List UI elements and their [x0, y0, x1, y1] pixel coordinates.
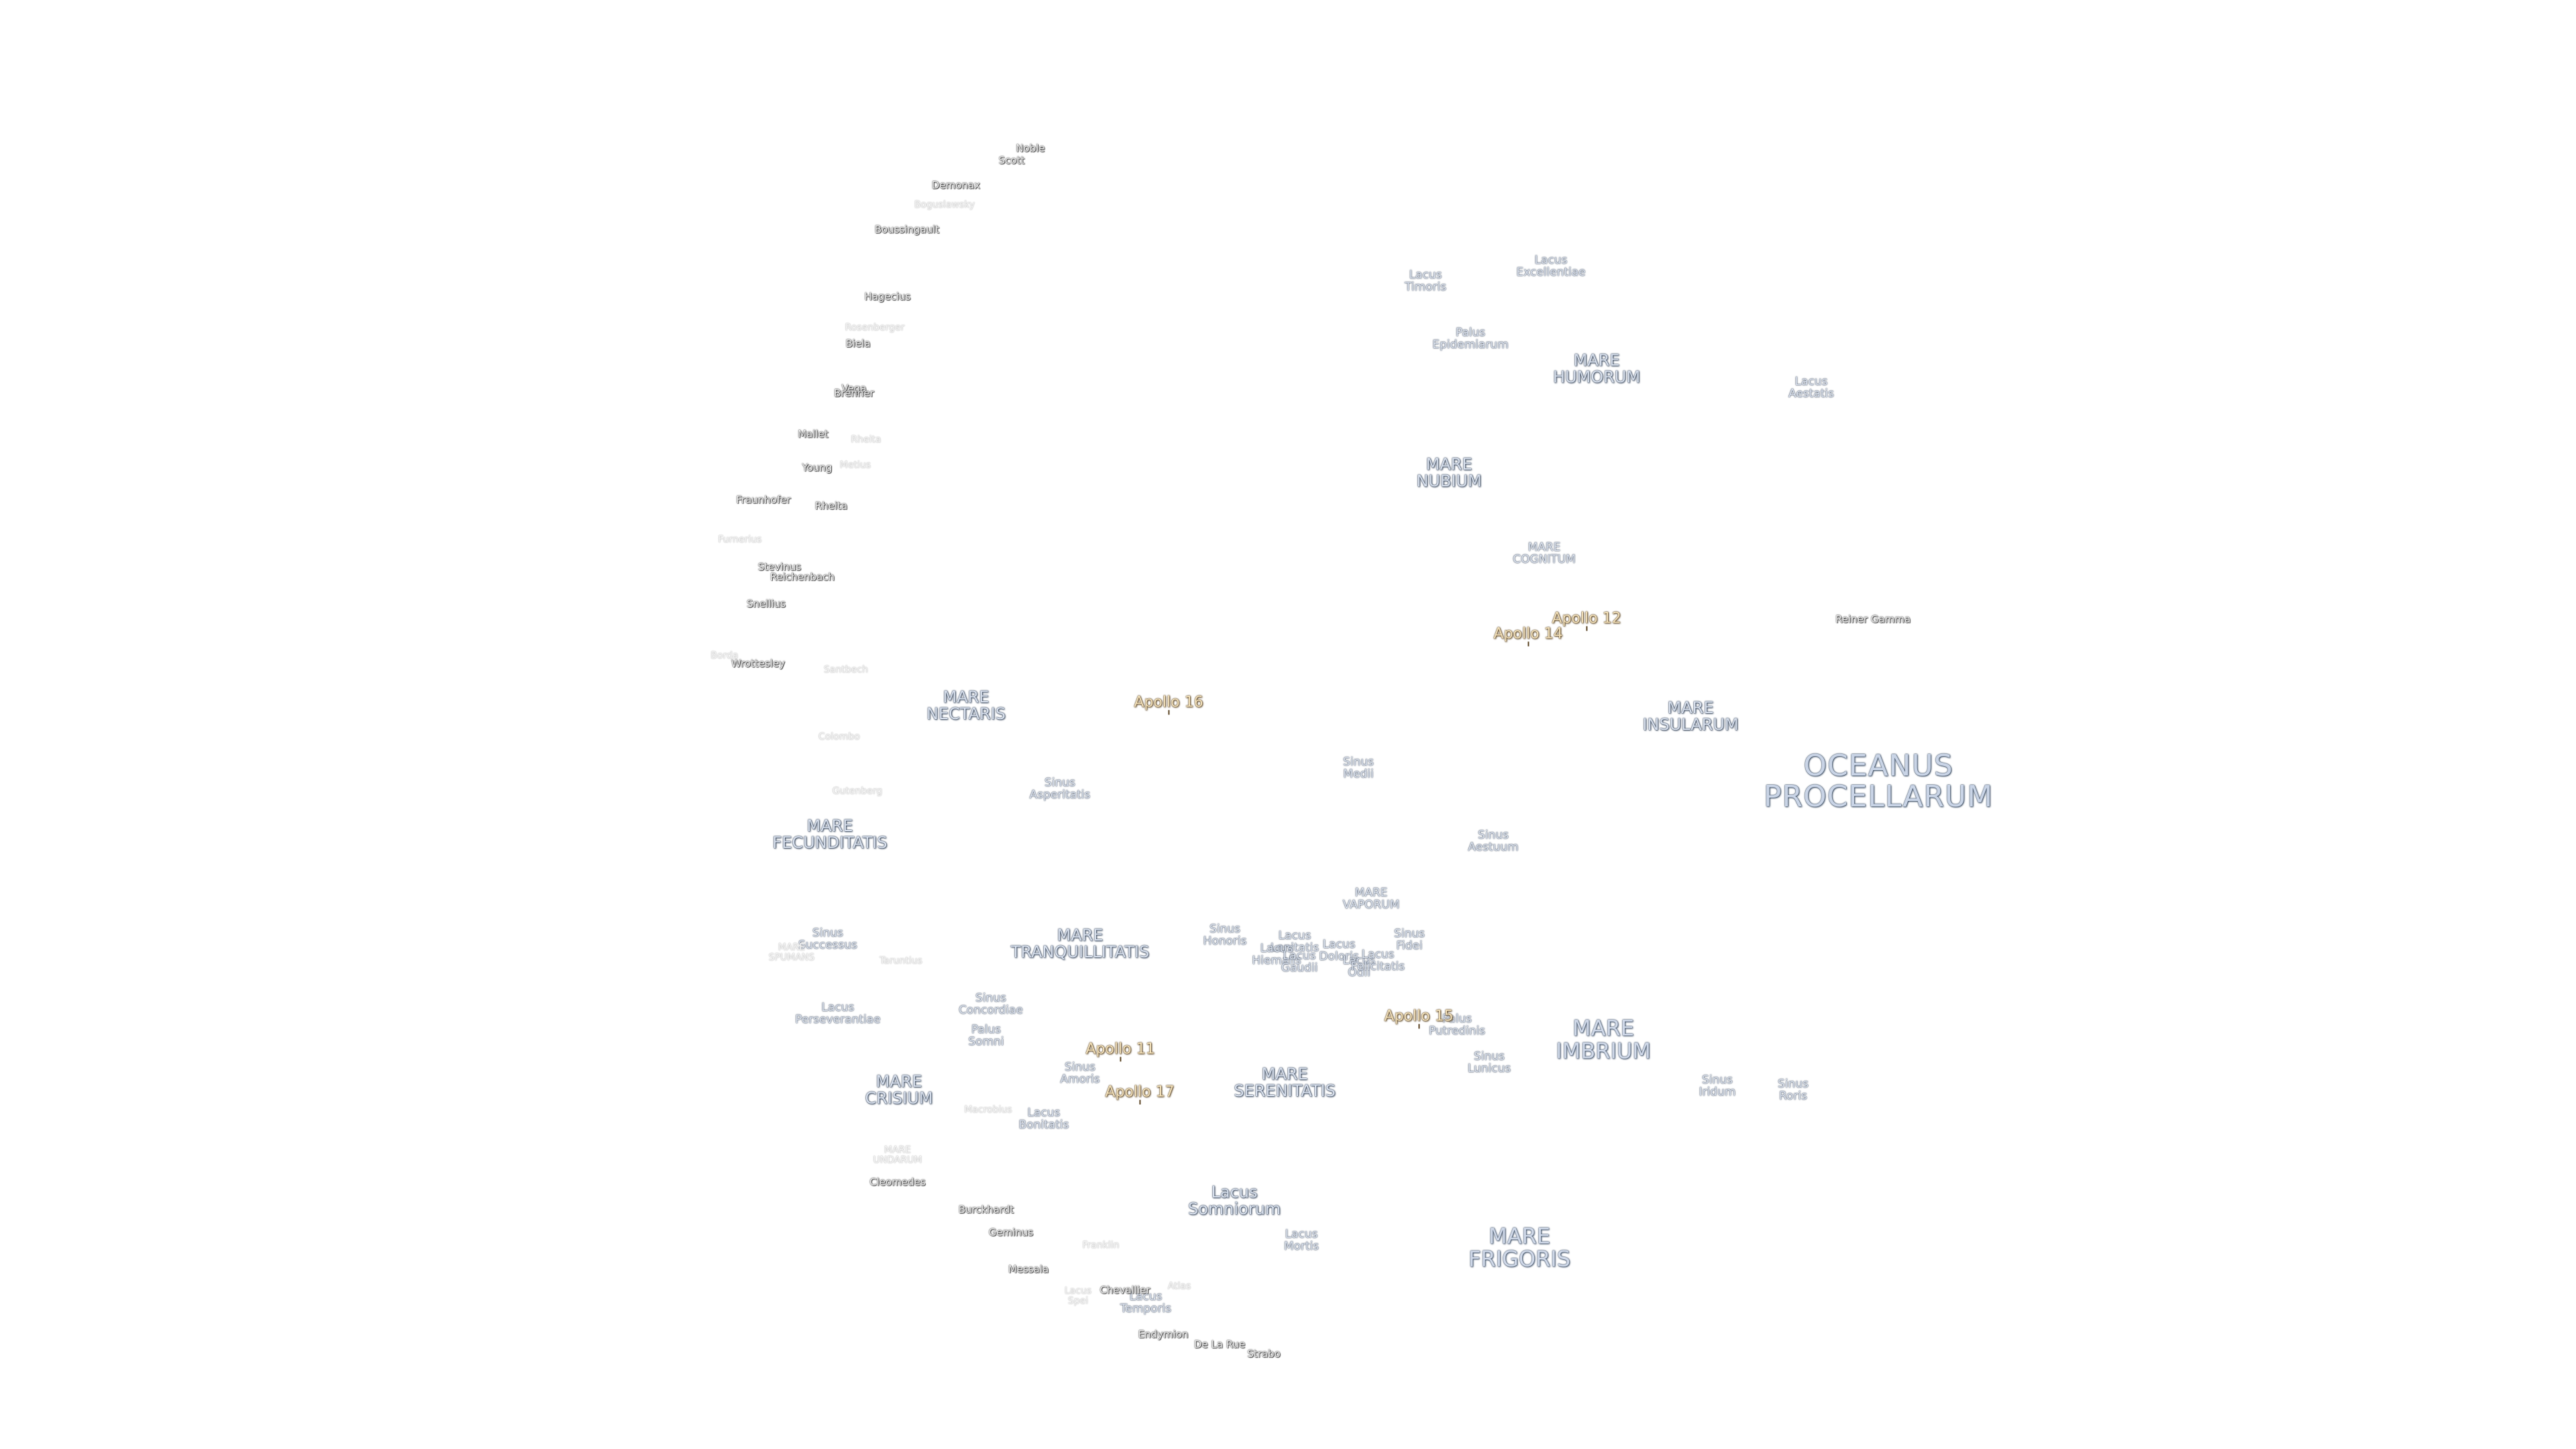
map-label-apollo-15: Apollo 15 — [1384, 1008, 1454, 1029]
map-label-endymion: Endymion — [1138, 1328, 1189, 1341]
map-label-palus-epidemiarum: Palus Epidemiarum — [1432, 326, 1509, 352]
map-label-sinus-asperitatis: Sinus Asperitatis — [1029, 776, 1091, 802]
map-label-mare-frigoris: MARE FRIGORIS — [1468, 1223, 1571, 1271]
map-label-mare-nubium: MARE NUBIUM — [1416, 454, 1482, 490]
map-label-vega: Vega — [841, 382, 867, 395]
map-label-lacus-perseverantiae: Lacus Perseverantiae — [795, 1001, 881, 1026]
map-label-mare-nectaris: MARE NECTARIS — [926, 687, 1006, 723]
map-label-mare-spumans: MARE SPUMANS — [768, 942, 815, 963]
map-label-mare-tranquillitatis: MARE TRANQUILLITATIS — [1010, 925, 1150, 961]
map-label-sinus-aestuum: Sinus Aestuum — [1468, 828, 1519, 854]
map-label-macrobius: Macrobius — [964, 1104, 1012, 1116]
map-label-lacus-aestatis: Lacus Aestatis — [1788, 375, 1834, 400]
map-label-fraunhofer: Fraunhofer — [736, 494, 791, 506]
map-label-sinus-concordiae: Sinus Concordiae — [959, 991, 1023, 1017]
map-label-brenner: Brenner — [834, 387, 874, 400]
map-label-scott: Scott — [998, 154, 1025, 167]
map-label-sinus-honoris: Sinus Honoris — [1203, 922, 1247, 948]
map-label-sinus-lunicus: Sinus Lunicus — [1467, 1050, 1511, 1075]
map-label-mare-cognitum: MARE COGNITUM — [1513, 541, 1576, 566]
map-label-apollo-12: Apollo 12 — [1552, 610, 1621, 631]
map-label-demonax: Demonax — [931, 179, 981, 192]
map-label-sinus-roris: Sinus Roris — [1778, 1077, 1809, 1103]
map-label-apollo-11: Apollo 11 — [1085, 1040, 1155, 1062]
map-label-stevinus: Stevinus — [757, 561, 802, 574]
map-label-palus-putredinis: Palus Putredinis — [1428, 1012, 1486, 1038]
map-label-metius: Metius — [839, 460, 871, 471]
map-label-boussingault: Boussingault — [874, 223, 940, 236]
map-label-noble: Noble — [1016, 142, 1045, 155]
map-label-lacus-mortis: Lacus Mortis — [1283, 1228, 1320, 1253]
map-label-borda: Borda — [710, 650, 739, 661]
map-label-sinus-iridum: Sinus Iridum — [1699, 1073, 1736, 1099]
map-label-young: Young — [802, 462, 833, 474]
map-label-boguslawsky: Boguslawsky — [914, 199, 975, 211]
map-label-reiner-gamma: Reiner Gamma — [1835, 613, 1911, 626]
map-label-lacus-spei: Lacus Spei — [1064, 1285, 1092, 1306]
map-label-mare-humorum: MARE HUMORUM — [1552, 350, 1641, 386]
map-label-taruntius: Taruntius — [879, 955, 922, 967]
map-label-palus-somni: Palus Somni — [968, 1023, 1004, 1049]
map-label-hagecius: Hagecius — [864, 290, 911, 303]
map-label-mallet: Mallet — [798, 428, 828, 441]
map-label-wrottesley: Wrottesley — [731, 657, 786, 670]
map-label-lacus-felicitatis: Lacus Felicitatis — [1350, 948, 1405, 973]
map-label-lacus-timoris: Lacus Timoris — [1404, 268, 1447, 294]
map-label-franklin: Franklin — [1082, 1240, 1120, 1251]
map-label-lacus-gaudii: Lacus Gaudii — [1281, 949, 1318, 975]
map-label-rheita: Rheita — [814, 500, 848, 513]
map-label-santbech: Santbech — [824, 664, 868, 676]
map-label-atlas: Atlas — [1167, 1281, 1191, 1292]
map-label-lacus-doloris: Lacus Doloris — [1319, 938, 1359, 963]
map-label-oceanus-procellarum: OCEANUS PROCELLARUM — [1763, 748, 1994, 814]
map-label-sinus-successus: Sinus Successus — [798, 926, 858, 952]
map-label-geminus: Geminus — [988, 1226, 1034, 1239]
map-label-lacus-bonitatis: Lacus Bonitatis — [1018, 1106, 1069, 1132]
map-label-strabo: Strabo — [1247, 1348, 1281, 1360]
map-label-mare-insularum: MARE INSULARUM — [1642, 698, 1739, 734]
map-label-mare-crisium: MARE CRISIUM — [865, 1071, 933, 1108]
map-label-rheita: Rheita — [851, 434, 881, 445]
map-label-sinus-amoris: Sinus Amoris — [1060, 1061, 1100, 1086]
map-label-mare-imbrium: MARE IMBRIUM — [1556, 1015, 1651, 1063]
map-label-sinus-medii: Sinus Medii — [1343, 755, 1374, 781]
map-label-burckhardt: Burckhardt — [958, 1203, 1014, 1216]
map-label-mare-serenitatis: MARE SERENITATIS — [1234, 1064, 1336, 1100]
map-label-colombo: Colombo — [818, 731, 860, 743]
map-label-furnerius: Furnerius — [718, 534, 762, 545]
map-label-sinus-fidei: Sinus Fidei — [1394, 927, 1425, 953]
map-label-reichenbach: Reichenbach — [769, 571, 835, 584]
map-label-mare-vaporum: MARE VAPORUM — [1342, 886, 1400, 912]
map-label-lacus-odii: Lacus Odii — [1342, 954, 1376, 979]
map-label-messala: Messala — [1008, 1263, 1049, 1276]
map-label-mare-fecunditatis: MARE FECUNDITATIS — [772, 816, 888, 852]
map-label-lacus-excellentiae: Lacus Excellentiae — [1516, 254, 1586, 279]
map-label-lacus-somniorum: Lacus Somniorum — [1187, 1182, 1281, 1218]
map-label-lacus-temporis: Lacus Temporis — [1120, 1290, 1172, 1316]
map-label-lacus-hiemalis: Lacus Hiemalis — [1252, 942, 1301, 967]
map-label-cleomedes: Cleomedes — [869, 1176, 926, 1189]
map-label-lacus-lenitatis: Lacus Lenitatis — [1270, 929, 1320, 955]
map-label-apollo-17: Apollo 17 — [1105, 1083, 1175, 1105]
map-label-rosenberger: Rosenberger — [845, 322, 905, 333]
map-label-apollo-14: Apollo 14 — [1493, 625, 1563, 647]
map-label-gutenberg: Gutenberg — [832, 786, 883, 797]
map-label-de-la-rue: De La Rue — [1193, 1338, 1246, 1351]
map-label-chevallier: Chevallier — [1099, 1284, 1150, 1297]
map-label-biela: Biela — [845, 337, 871, 350]
map-label-snellius: Snellius — [746, 598, 786, 610]
map-label-apollo-16: Apollo 16 — [1134, 694, 1203, 715]
map-label-mare-undarum: MARE UNDARUM — [873, 1144, 922, 1165]
